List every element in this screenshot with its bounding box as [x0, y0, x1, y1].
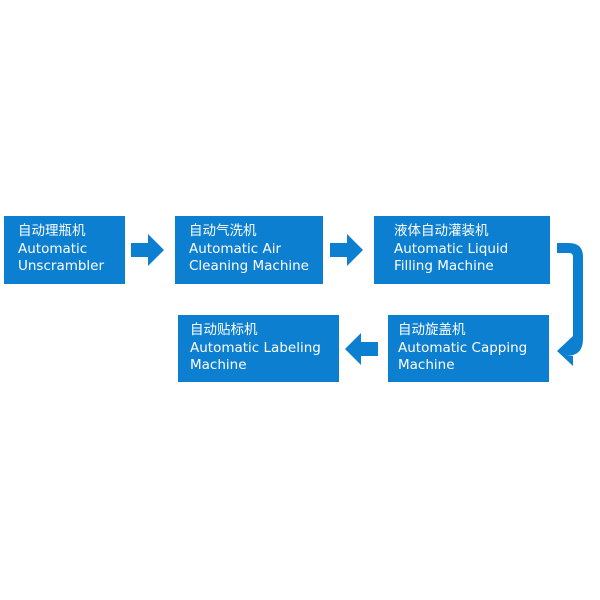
- step-en-label-line1: Automatic Liquid: [394, 240, 509, 257]
- step-en-label-line2: Machine: [398, 357, 455, 373]
- bent-arrow-icon: [557, 243, 583, 366]
- step-en-label-line2: Filling Machine: [394, 258, 494, 274]
- step-zh-label: 自动理瓶机: [18, 223, 86, 239]
- step-labeling: 自动贴标机 Automatic Labeling Machine: [178, 315, 339, 382]
- step-zh-label: 自动气洗机: [189, 223, 257, 239]
- step-en-label-line1: Automatic Air: [189, 240, 282, 257]
- arrow-right-icon: [131, 234, 164, 266]
- step-zh-label: 自动旋盖机: [398, 322, 466, 338]
- step-zh-label: 液体自动灌装机: [394, 223, 489, 239]
- step-en-label-line1: Automatic Capping: [398, 339, 528, 356]
- step-en-label-line2: Machine: [190, 357, 247, 373]
- step-en-label-line1: Automatic Labeling: [190, 339, 321, 356]
- arrow-left-icon: [345, 333, 378, 365]
- step-en-label-line2: Cleaning Machine: [189, 258, 309, 274]
- step-unscrambler: 自动理瓶机 Automatic Unscrambler: [4, 216, 125, 284]
- step-capping: 自动旋盖机 Automatic Capping Machine: [388, 315, 549, 382]
- step-en-label-line2: Unscrambler: [18, 258, 105, 274]
- step-liquid-filling: 液体自动灌装机 Automatic Liquid Filling Machine: [374, 216, 550, 284]
- step-en-label-line1: Automatic: [18, 240, 88, 257]
- arrow-right-icon: [330, 234, 363, 266]
- step-air-cleaning: 自动气洗机 Automatic Air Cleaning Machine: [175, 216, 323, 284]
- step-zh-label: 自动贴标机: [190, 322, 258, 338]
